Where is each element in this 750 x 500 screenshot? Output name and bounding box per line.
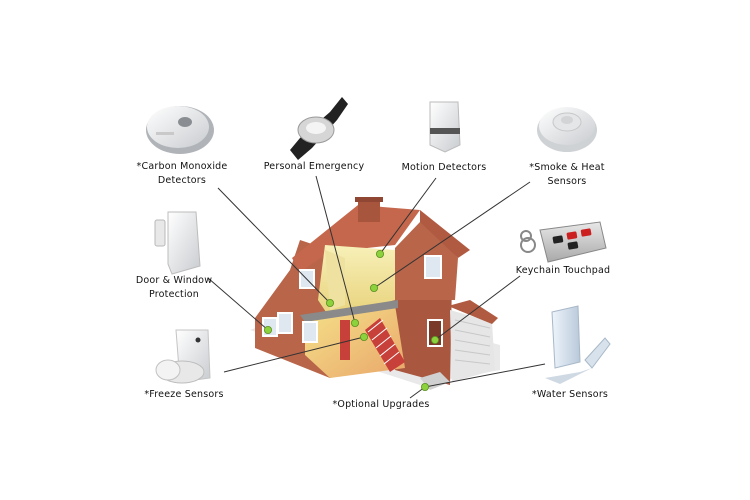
door-window-sensor-icon — [154, 211, 201, 275]
house-cutaway — [250, 197, 500, 390]
smoke-heat-detector-icon — [537, 107, 597, 152]
leader-carbon-monoxide — [217, 187, 331, 304]
label-door-window: Door & Window Protection — [135, 275, 213, 300]
sensor-dot-motion — [375, 249, 384, 258]
label-optional: *Optional Upgrades — [332, 399, 430, 410]
sensor-dots — [263, 249, 439, 391]
leader-keychain — [434, 275, 521, 341]
leader-water — [424, 363, 546, 388]
label-smoke-heat: *Smoke & Heat Sensors — [529, 162, 605, 187]
leader-motion — [379, 177, 437, 255]
water-sensor-icon — [545, 305, 611, 384]
label-keychain: Keychain Touchpad — [515, 265, 611, 276]
label-water: *Water Sensors — [531, 389, 609, 400]
label-carbon-monoxide: *Carbon Monoxide Detectors — [136, 161, 228, 186]
roof-right — [420, 210, 470, 258]
leader-door-window — [207, 277, 269, 331]
keychain-touchpad-icon — [520, 221, 607, 263]
staircase — [340, 318, 405, 372]
label-personal-emergency: Personal Emergency — [263, 161, 365, 172]
garage — [448, 300, 498, 382]
leader-personal-emergency — [315, 175, 356, 324]
motion-detector-icon — [429, 101, 461, 153]
leader-freeze — [223, 336, 365, 373]
label-freeze: *Freeze Sensors — [144, 389, 224, 400]
floor-slab — [300, 300, 398, 322]
chimney — [358, 200, 380, 222]
sensor-dot-personal-emergency — [350, 318, 359, 327]
sensor-dot-freeze — [359, 332, 368, 341]
leader-smoke-heat — [373, 181, 531, 289]
sensor-dot-smoke — [369, 283, 378, 292]
sensor-dot-water — [420, 382, 429, 391]
personal-emergency-pendant-icon — [290, 97, 348, 160]
sensor-dot-keychain — [430, 335, 439, 344]
freeze-sensor-icon — [155, 329, 211, 384]
sensor-dot-carbon-monoxide — [325, 298, 334, 307]
sensor-dot-door-window — [263, 325, 272, 334]
carbon-monoxide-detector-icon — [146, 106, 214, 154]
leader-lines — [207, 175, 546, 399]
label-motion-detectors: Motion Detectors — [401, 162, 487, 173]
